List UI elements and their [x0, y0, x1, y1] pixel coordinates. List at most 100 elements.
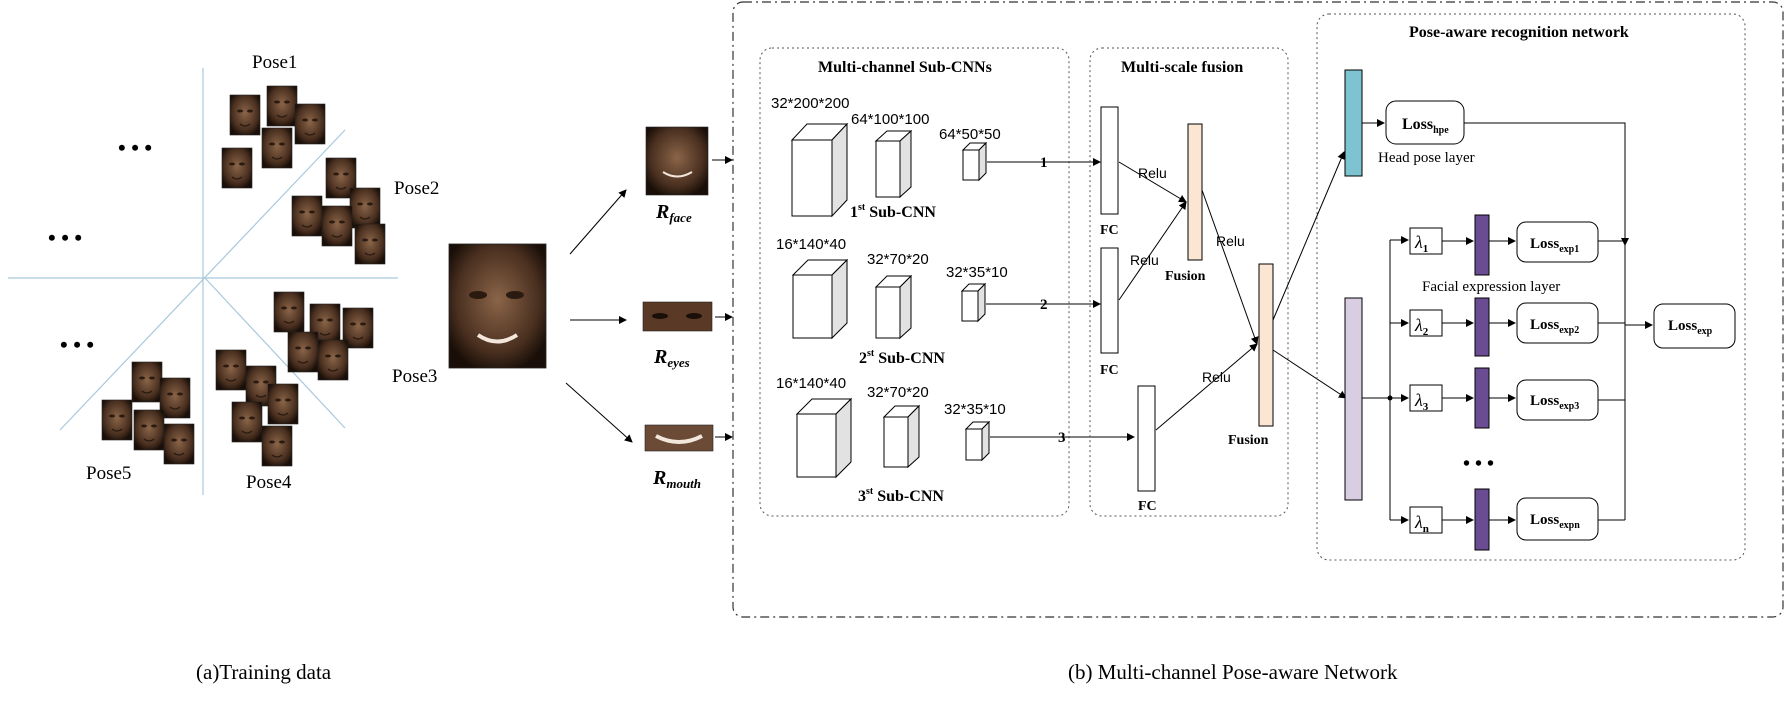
cuboid-layer	[882, 404, 921, 469]
pose5-face-images	[101, 361, 195, 465]
relu-label: Relu	[1130, 252, 1159, 268]
subcnn-panel-title: Multi-channel Sub-CNNs	[818, 59, 992, 76]
loss-exp-total-label: Lossexp	[1668, 318, 1713, 337]
connection-label: 1	[1040, 155, 1048, 171]
connection-label: 2	[1040, 297, 1048, 313]
connection-label: 3	[1058, 430, 1066, 446]
layer-dim: 32*35*10	[946, 264, 1008, 281]
lambda-box	[1409, 309, 1443, 337]
fusion-label: Fusion	[1165, 269, 1206, 284]
facial-expression-layer-label: Facial expression layer	[1422, 279, 1560, 295]
pose1-face-images	[221, 85, 326, 189]
pose-label: Pose2	[394, 178, 439, 199]
fusion-layer	[1258, 263, 1274, 427]
layer-dim: 64*50*50	[939, 126, 1001, 143]
relu-label: Relu	[1216, 233, 1245, 249]
training-caption: (a)Training data	[196, 660, 332, 684]
network-caption: (b) Multi-channel Pose-aware Network	[1068, 660, 1398, 684]
pose3-face-images	[273, 291, 374, 381]
pose-label: Pose1	[252, 52, 297, 73]
relu-arrow	[1155, 343, 1258, 431]
lambda-row-n: λn Lossexpn	[1390, 488, 1625, 551]
layer-dim: 32*35*10	[944, 401, 1006, 418]
axis-line	[59, 129, 346, 431]
expression-layer	[1474, 214, 1490, 276]
pose4-face-images	[215, 349, 299, 467]
ellipsis: • • •	[60, 332, 94, 357]
loss-exp-label: Lossexp2	[1530, 317, 1579, 336]
loss-hpe-label: Losshpe	[1402, 116, 1449, 136]
fc-layer	[1100, 247, 1119, 354]
region-mouth: Rmouth	[644, 424, 714, 491]
recognition-panel: Pose-aware recognition network Losshpe H…	[1316, 13, 1746, 561]
expression-layer	[1474, 367, 1490, 429]
fc-label: FC	[1100, 363, 1119, 378]
layer-dim: 64*100*100	[851, 111, 929, 128]
cuboid-layer	[874, 129, 913, 199]
fc-label: FC	[1138, 499, 1157, 514]
cuboid-layer	[795, 397, 853, 479]
loss-exp-box	[1516, 221, 1599, 263]
pose-label: Pose5	[86, 463, 131, 484]
flow-arrow	[569, 189, 627, 255]
cuboid-layer	[791, 258, 849, 340]
layer-dim: 16*140*40	[776, 236, 846, 253]
layer-dim: 32*70*20	[867, 384, 929, 401]
lambda-row-1: λ1 Lossexp1	[1390, 214, 1625, 276]
loss-exp-label: Lossexp3	[1530, 393, 1579, 412]
pose2-face-images	[291, 157, 386, 265]
ellipsis: • • •	[1463, 453, 1494, 475]
lambda-row-2: λ2 Lossexp2	[1390, 297, 1625, 357]
fusion-panel: Multi-scale fusion FC FC FC Fusion Fusio…	[1089, 47, 1289, 517]
region-face: Rface	[645, 126, 709, 225]
fusion-panel-title: Multi-scale fusion	[1121, 59, 1243, 76]
flow-arrow	[565, 382, 633, 443]
recognition-panel-title: Pose-aware recognition network	[1409, 24, 1629, 41]
cuboid-layer	[960, 282, 987, 323]
lambda-label: λ2	[1414, 315, 1429, 338]
expression-layer	[1474, 488, 1490, 551]
expression-layer	[1474, 297, 1490, 357]
flow-arrow	[1272, 151, 1345, 321]
training-data-section: • • • • • • • • • Pose1 Pose2 Pose3 Pose…	[8, 52, 547, 684]
layer-dim: 32*70*20	[867, 251, 929, 268]
network-outer-border	[732, 1, 1784, 618]
subcnn-panel: Multi-channel Sub-CNNs 32*200*200 64*100…	[759, 47, 1070, 517]
lambda-box	[1409, 384, 1443, 412]
head-pose-layer-label: Head pose layer	[1378, 150, 1475, 166]
head-pose-layer	[1344, 69, 1363, 177]
loss-exp-box	[1516, 497, 1599, 541]
relu-label: Relu	[1202, 369, 1231, 385]
region-face-label: Rface	[655, 201, 692, 225]
fc-layer	[1137, 385, 1156, 492]
lambda-box	[1409, 227, 1443, 255]
ellipsis: • • •	[48, 225, 82, 250]
pose-label: Pose4	[246, 472, 292, 493]
pose-label: Pose3	[392, 366, 437, 387]
cuboid-layer	[964, 420, 991, 462]
layer-dim: 16*140*40	[776, 375, 846, 392]
cuboid-layer	[874, 274, 913, 340]
lambda-row-3: λ3 Lossexp3	[1390, 367, 1625, 429]
input-face-image	[448, 243, 547, 369]
cuboid-layer	[790, 122, 849, 218]
fc-label: FC	[1100, 223, 1119, 238]
relu-label: Relu	[1138, 165, 1167, 181]
lambda-box	[1409, 506, 1443, 534]
fusion-label: Fusion	[1228, 433, 1269, 448]
axis-line	[204, 277, 346, 429]
ellipsis: • • •	[118, 135, 152, 160]
lambda-label: λn	[1414, 512, 1429, 535]
relu-arrow	[1201, 189, 1259, 345]
layer-dim: 32*200*200	[771, 95, 849, 112]
region-eyes-label: Reyes	[653, 346, 690, 370]
region-eyes: Reyes	[642, 301, 713, 370]
region-mouth-label: Rmouth	[652, 467, 701, 491]
